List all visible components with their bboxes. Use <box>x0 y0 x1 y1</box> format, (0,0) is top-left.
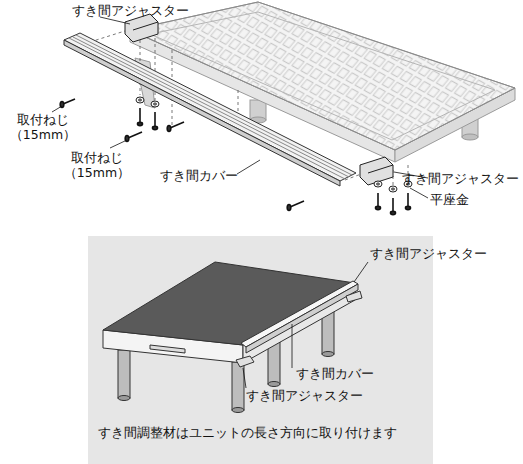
part-label: すき間カバー <box>160 168 238 183</box>
part-label: すき間アジャスター <box>246 388 363 403</box>
note-panel: すき間調整材はユニットの長さ方向に取り付けます <box>98 424 418 442</box>
washer <box>136 97 412 192</box>
gap-adjuster <box>125 14 393 185</box>
part-label: すき間アジャスター <box>370 246 487 261</box>
part-label: すき間カバー <box>296 366 374 381</box>
part-label: すき間アジャスター <box>402 171 519 186</box>
screw-label: 取付ねじ （15mm） <box>60 150 134 180</box>
part-label: 平座金 <box>430 192 469 207</box>
part-label: すき間アジャスター <box>72 3 189 18</box>
panel-ground <box>88 236 433 464</box>
unit-illustration <box>103 262 362 413</box>
screw <box>60 99 410 215</box>
deck-unit <box>130 2 515 162</box>
screw-label: 取付ねじ （15mm） <box>6 112 80 142</box>
note-text: すき間調整材はユニットの長さ方向に取り付けます <box>98 424 418 442</box>
